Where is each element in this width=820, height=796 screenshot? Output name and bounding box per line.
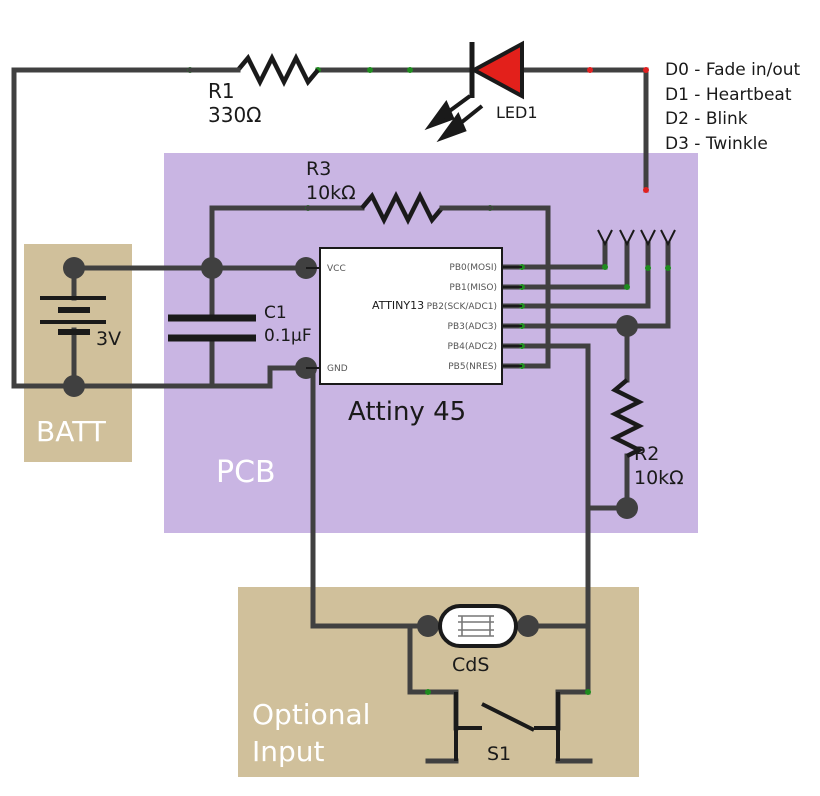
- battery-value: 3V: [96, 328, 121, 350]
- capacitor-c1: C1 0.1µF: [168, 303, 312, 346]
- led-output-taps: [597, 229, 676, 247]
- led-led1: LED1: [424, 40, 538, 143]
- cds-ref: CdS: [452, 654, 489, 676]
- r2-ref: R2: [634, 443, 659, 465]
- mode-d1: D1 - Heartbeat: [665, 85, 792, 105]
- photocell-cds: CdS: [425, 604, 531, 676]
- mode-d0: D0 - Fade in/out: [665, 60, 801, 80]
- c1-ref: C1: [264, 303, 287, 323]
- optional-input-region: [238, 587, 639, 777]
- batt-label: BATT: [36, 415, 107, 448]
- resistor-r3: R3 10kΩ: [305, 158, 493, 226]
- mode-list: D0 - Fade in/out D1 - Heartbeat D2 - Bli…: [665, 60, 801, 154]
- optional-label-line1: Optional: [252, 698, 370, 731]
- chip-pin-gnd: GND: [327, 364, 348, 374]
- c1-value: 0.1µF: [264, 326, 312, 346]
- optional-label-line2: Input: [252, 735, 325, 768]
- led1-ref: LED1: [496, 103, 538, 122]
- chip-body: [319, 247, 503, 385]
- chip-pin-pb5: PB5(NRES): [448, 362, 497, 372]
- junction-dots: [63, 257, 638, 637]
- chip-pin-pb4: PB4(ADC2): [448, 342, 497, 352]
- battery-3v: 3V: [40, 296, 121, 350]
- resistor-r2: R2 10kΩ: [609, 378, 684, 489]
- r2-value: 10kΩ: [634, 467, 684, 489]
- pcb-label: PCB: [216, 455, 276, 490]
- chip-pin-pb0: PB0(MOSI): [449, 263, 497, 273]
- r3-ref: R3: [306, 158, 331, 180]
- chip-attiny: VCC GND PB0(MOSI) PB1(MISO) PB2(SCK/ADC1…: [306, 247, 522, 427]
- chip-pin-pb3: PB3(ADC3): [448, 322, 497, 332]
- wires: [11, 67, 671, 764]
- r1-ref: R1: [208, 79, 235, 103]
- switch-s1: S1: [454, 692, 560, 765]
- chip-pin-pb1: PB1(MISO): [449, 283, 497, 293]
- mode-d2: D2 - Blink: [665, 109, 748, 129]
- chip-pin-pb2: PB2(SCK/ADC1): [427, 302, 497, 312]
- led-emission-arrows: [424, 94, 484, 143]
- chip-caption: Attiny 45: [348, 397, 466, 427]
- chip-part-number: ATTINY13: [372, 299, 424, 312]
- r3-value: 10kΩ: [306, 182, 356, 204]
- resistor-r1: R1 330Ω: [187, 52, 320, 127]
- batt-region: [24, 244, 132, 462]
- s1-ref: S1: [487, 743, 511, 765]
- mode-d3: D3 - Twinkle: [665, 134, 768, 154]
- r1-value: 330Ω: [208, 103, 261, 127]
- chip-pin-vcc: VCC: [327, 264, 346, 274]
